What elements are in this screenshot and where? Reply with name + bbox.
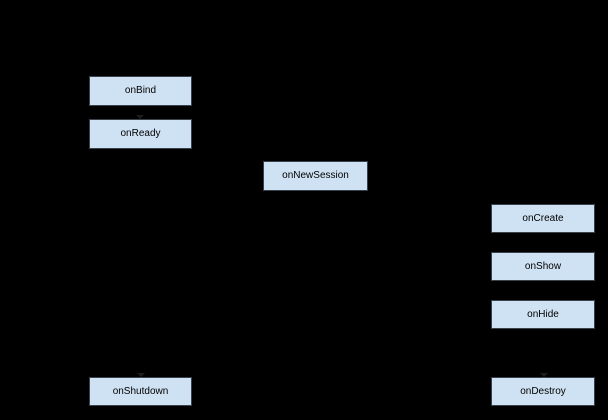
node-onnewsession: onNewSession — [263, 161, 368, 191]
node-oncreate: onCreate — [491, 204, 595, 233]
arrowhead-icon — [137, 373, 145, 377]
arrowhead-icon — [540, 373, 548, 377]
node-onshutdown: onShutdown — [89, 377, 192, 406]
arrowhead-icon — [136, 115, 144, 119]
node-onready: onReady — [89, 119, 192, 149]
node-onshow: onShow — [491, 252, 595, 281]
node-ondestroy: onDestroy — [491, 377, 595, 406]
node-onhide: onHide — [491, 300, 595, 329]
node-onbind: onBind — [89, 76, 192, 106]
